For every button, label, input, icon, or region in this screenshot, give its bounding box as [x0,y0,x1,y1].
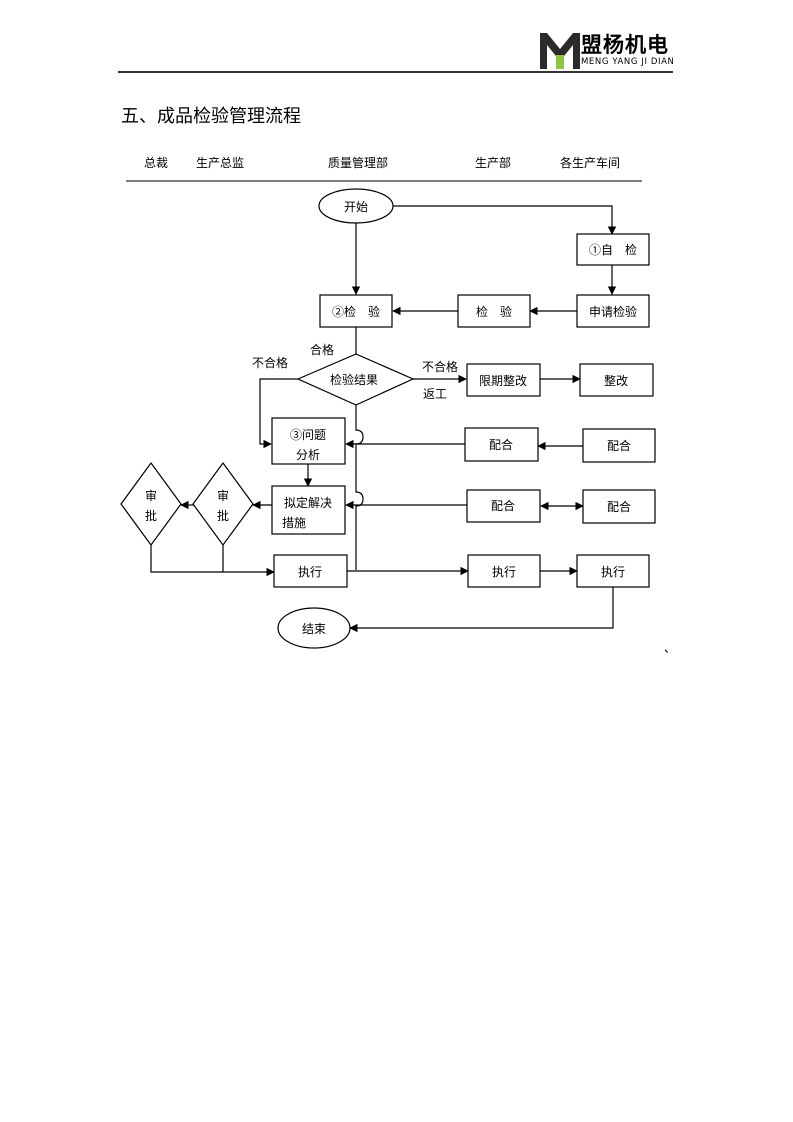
label-cooperate-prod-1: 配合 [489,437,513,452]
node-approve-director [192,461,254,547]
node-execute-shop [576,554,650,588]
node-rectify [579,363,654,397]
section-title: 五、成品检验管理流程 [121,106,301,127]
edge-ceo-to-execute [150,545,275,577]
trailing-mark: 、 [664,641,676,655]
lane-workshops: 各生产车间 [560,155,620,170]
node-cooperate-shop-2 [582,489,656,524]
label-approve-director-1: 审 [217,488,229,503]
header-rule [118,71,673,73]
label-end: 结束 [302,622,326,636]
edge-labels: 合格 不合格 不合格 返工 、 [252,342,676,655]
label-analysis-2: 分析 [296,448,320,462]
node-execute-prod [467,554,541,588]
node-self-check [576,233,650,266]
label-cooperate-prod-2: 配合 [491,498,515,513]
edge-label-rework: 返工 [423,387,447,401]
edge-result-fail-to-analysis [259,378,298,449]
node-execute-qa [273,554,348,588]
node-approve-ceo [120,461,182,547]
node-apply-check [576,294,650,328]
lane-ceo: 总裁 [144,156,168,170]
label-analysis-1: ③问题 [290,428,326,442]
label-cooperate-shop-2: 配合 [607,499,631,514]
label-execute-prod: 执行 [492,565,516,579]
label-approve-ceo-1: 审 [145,488,157,503]
my-monogram-logo-icon [540,33,580,69]
node-cooperate-shop-1 [582,428,656,463]
node-end [277,607,351,649]
node-cooperate-prod-2 [466,489,541,523]
flowchart: 总裁 生产总监 质量管理部 生产部 各生产车间 [120,155,676,655]
node-cooperate-prod-1 [464,427,539,462]
edge-execute-shop-to-end [349,587,614,633]
page-header: 盟杨机电 MENG YANG JI DIAN [0,0,793,75]
label-execute-shop: 执行 [601,565,625,579]
lane-production-dept: 生产部 [475,155,511,170]
connectors [150,205,617,633]
label-approve-director-2: 批 [217,508,229,523]
label-check-qa: ②检 验 [332,304,380,319]
label-start: 开始 [344,200,368,214]
label-execute-qa: 执行 [298,565,322,579]
label-solution-1: 拟定解决 [284,495,332,510]
edge-label-fail-right: 不合格 [422,359,458,374]
label-rectify-deadline: 限期整改 [479,373,527,388]
lane-production-director: 生产总监 [196,156,244,170]
brand-name: 盟杨机电 [581,33,669,57]
nodes [120,188,656,649]
edge-result-pass-to-execute [355,405,364,570]
edge-start-to-selfcheck [393,205,617,235]
node-result [296,353,415,406]
label-check-prod: 检 验 [476,304,512,319]
label-approve-ceo-2: 批 [145,508,157,523]
node-labels: 开始 ①自 检 申请检验 检 验 ②检 验 检验结果 限期整改 整改 ③问题 分… [145,200,637,636]
label-rectify: 整改 [604,373,628,388]
node-start [318,188,394,224]
node-check-qa [319,294,393,328]
label-solution-2: 措施 [282,516,306,530]
node-analysis [271,417,346,465]
node-rectify-deadline [466,363,541,397]
node-check-prod [457,294,531,328]
brand-pinyin: MENG YANG JI DIAN [581,57,675,67]
edge-label-pass: 合格 [310,342,334,357]
swimlane-headers: 总裁 生产总监 质量管理部 生产部 各生产车间 [144,155,620,170]
lane-quality-dept: 质量管理部 [328,155,388,170]
label-result: 检验结果 [330,372,378,387]
label-cooperate-shop-1: 配合 [607,438,631,453]
node-solution [271,485,346,535]
label-apply-check: 申请检验 [589,304,637,319]
label-self-check: ①自 检 [589,242,637,257]
edge-label-fail-left: 不合格 [252,355,288,370]
